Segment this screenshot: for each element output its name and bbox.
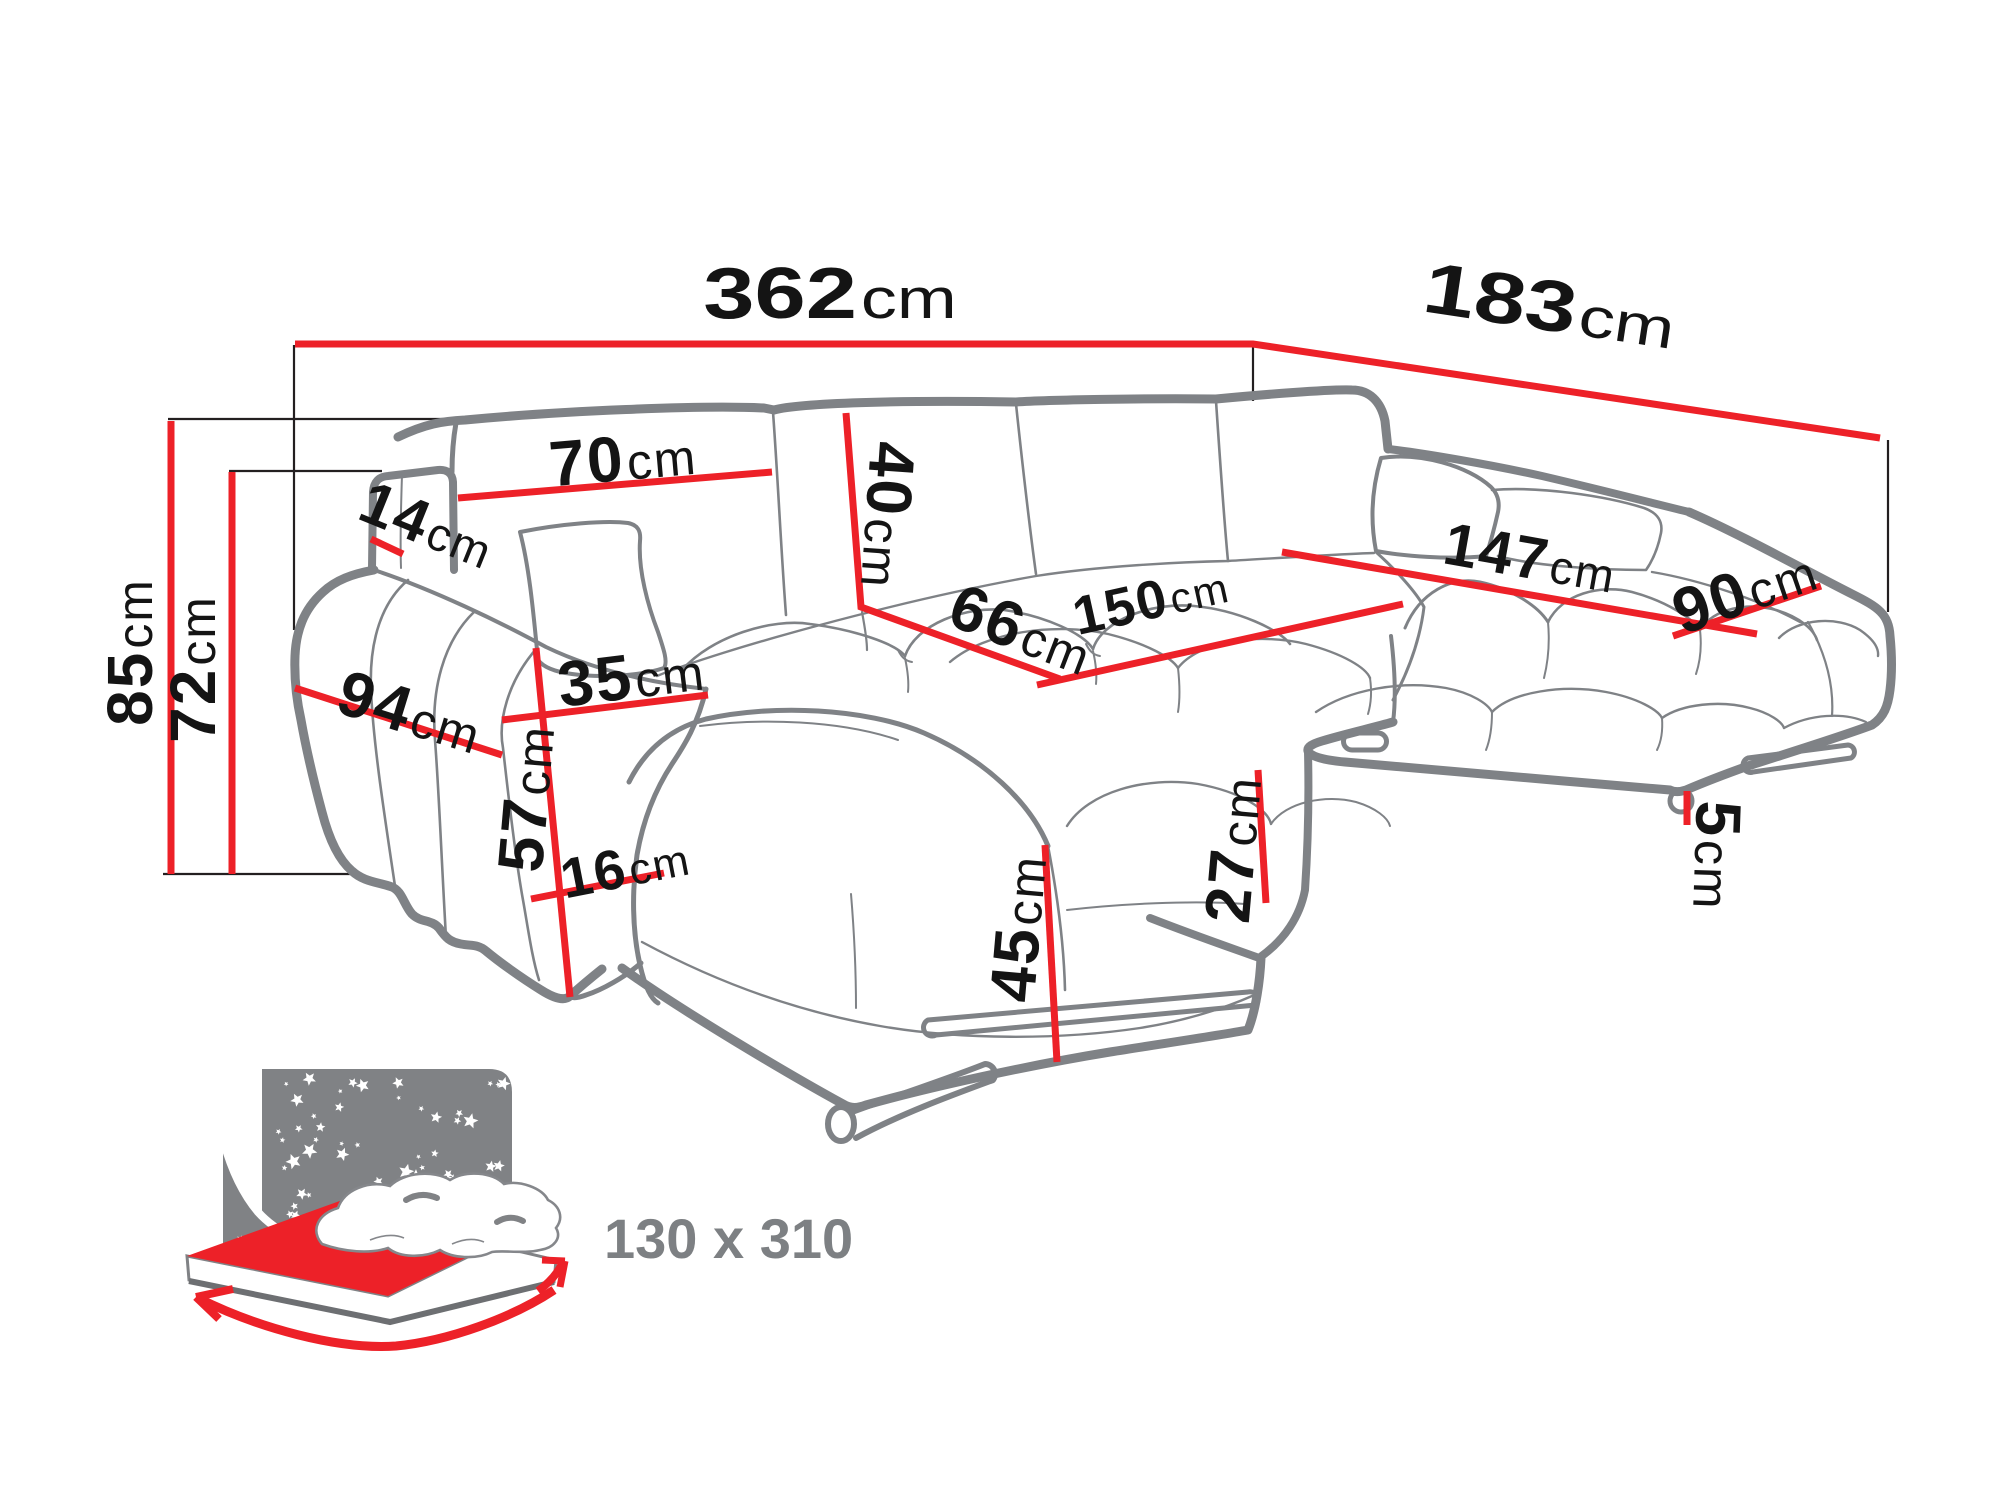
svg-text:147cm: 147cm bbox=[1439, 510, 1622, 606]
svg-text:16cm: 16cm bbox=[555, 823, 695, 910]
svg-text:362cm: 362cm bbox=[703, 253, 956, 334]
svg-text:94cm: 94cm bbox=[329, 656, 491, 768]
svg-text:130 x 310: 130 x 310 bbox=[604, 1207, 853, 1270]
svg-text:35cm: 35cm bbox=[554, 631, 709, 720]
svg-text:40cm: 40cm bbox=[847, 439, 929, 591]
svg-text:70cm: 70cm bbox=[546, 416, 699, 501]
svg-text:85cm: 85cm bbox=[94, 578, 166, 726]
svg-text:45cm: 45cm bbox=[976, 851, 1061, 1004]
svg-text:5cm: 5cm bbox=[1679, 799, 1755, 912]
svg-text:27cm: 27cm bbox=[1191, 772, 1276, 925]
svg-text:57cm: 57cm bbox=[484, 721, 569, 874]
svg-text:183cm: 183cm bbox=[1418, 246, 1681, 364]
